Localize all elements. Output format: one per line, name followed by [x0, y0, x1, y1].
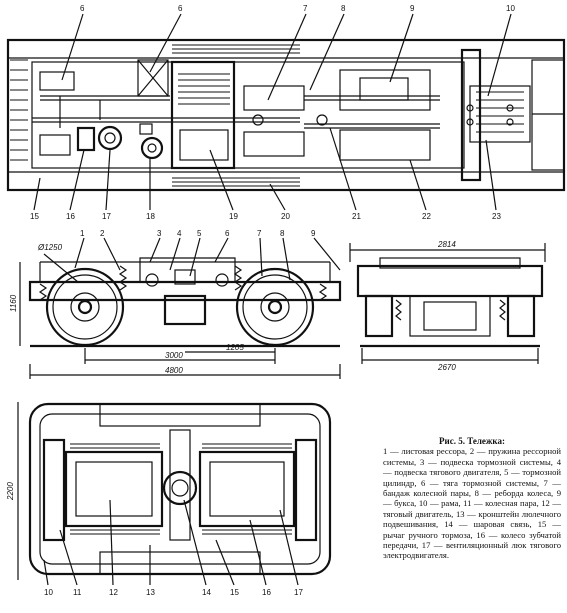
top-label-21: 21	[352, 212, 361, 221]
end-width-dim: 2814	[437, 240, 456, 249]
top-label-16: 16	[66, 212, 75, 221]
caption-text: 1 — листовая рессора, 2 — пружина рессор…	[383, 446, 561, 561]
left-motor	[64, 450, 164, 528]
top-label-15: 15	[30, 212, 39, 221]
top-label-19: 19	[229, 212, 238, 221]
top-label-7: 7	[303, 4, 308, 13]
figure-caption: Рис. 5. Тележка: 1 — листовая рессора, 2…	[383, 436, 561, 561]
side-label-3: 3	[157, 229, 162, 238]
plan-label-11: 11	[73, 588, 82, 597]
plan-label-17: 17	[294, 588, 303, 597]
plan-label-12: 12	[109, 588, 118, 597]
top-label-6b: 6	[178, 4, 183, 13]
right-motor	[198, 450, 296, 528]
plan-label-14: 14	[202, 588, 211, 597]
top-label-10: 10	[506, 4, 515, 13]
half-dim: 1205	[226, 343, 244, 352]
side-label-4: 4	[177, 229, 182, 238]
side-label-8: 8	[280, 229, 285, 238]
length-dim: 4800	[165, 366, 183, 375]
side-label-7: 7	[257, 229, 262, 238]
height-dim: 1160	[9, 294, 18, 312]
top-label-9: 9	[410, 4, 415, 13]
top-label-22: 22	[422, 212, 431, 221]
plan-label-16: 16	[262, 588, 271, 597]
side-label-2: 2	[100, 229, 105, 238]
plan-height-dim: 2200	[6, 482, 15, 501]
plan-label-10: 10	[44, 588, 53, 597]
end-track-dim: 2670	[437, 363, 456, 372]
top-label-17: 17	[102, 212, 111, 221]
plan-view: 2200	[6, 402, 332, 597]
right-wheel	[235, 267, 315, 347]
plan-label-13: 13	[146, 588, 155, 597]
end-view: 2814 2670	[349, 240, 546, 372]
wheelbase-dim: 3000	[165, 351, 183, 360]
side-view: 1160 Ø1250 3000 1205 4800 1 2 3 4 5	[9, 229, 342, 379]
top-label-23: 23	[492, 212, 501, 221]
wheel-diameter-dim: Ø1250	[37, 243, 63, 252]
plan-label-15: 15	[230, 588, 239, 597]
top-view: 6 6 7 8 9 10 15 16 17 18 19 20 21 22 23	[6, 4, 566, 221]
left-wheel	[45, 267, 125, 347]
side-label-1: 1	[80, 229, 85, 238]
top-label-20: 20	[281, 212, 290, 221]
top-label-8: 8	[341, 4, 346, 13]
side-label-9: 9	[311, 229, 316, 238]
caption-title: Рис. 5. Тележка:	[439, 436, 505, 446]
top-label-6a: 6	[80, 4, 85, 13]
side-label-5: 5	[197, 229, 202, 238]
side-label-6: 6	[225, 229, 230, 238]
top-label-18: 18	[146, 212, 155, 221]
